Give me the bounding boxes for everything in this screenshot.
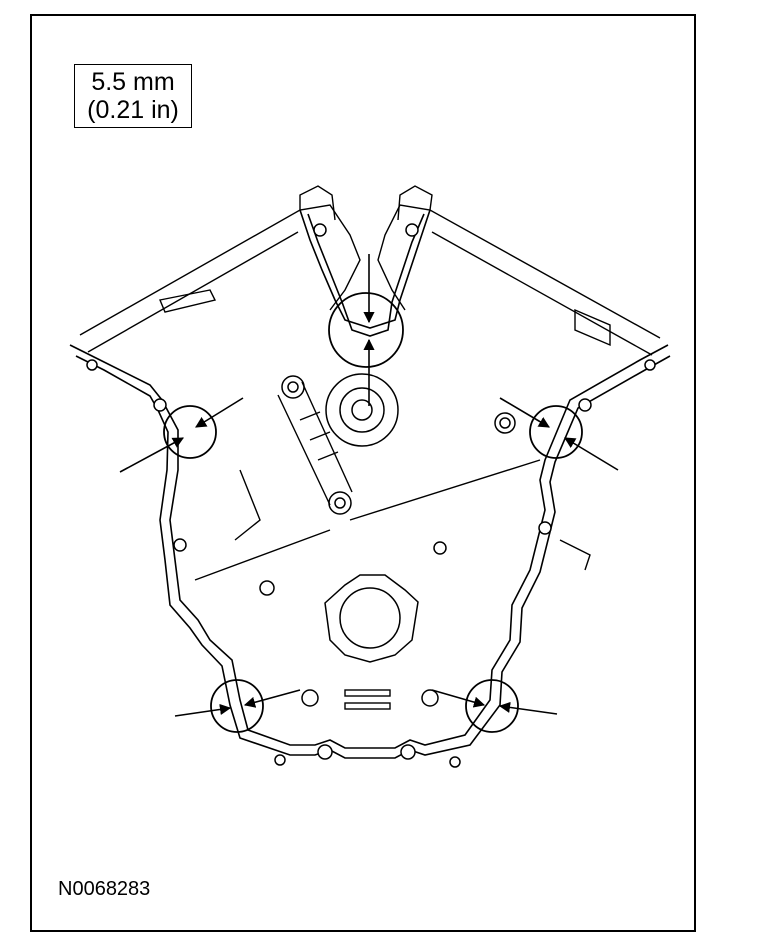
spec-metric: 5.5 mm bbox=[91, 68, 175, 96]
spec-imperial: (0.21 in) bbox=[87, 96, 179, 124]
figure-frame bbox=[30, 14, 696, 932]
crank-seal-bore bbox=[324, 373, 419, 663]
bolt-bosses bbox=[86, 223, 656, 768]
figure-id: N0068283 bbox=[58, 878, 151, 900]
cover-rib bbox=[194, 381, 541, 710]
sealant-bead-spec-box: 5.5 mm (0.21 in) bbox=[74, 64, 192, 128]
front-cover-sealant-bead bbox=[69, 209, 671, 759]
sealant-application-callouts bbox=[163, 292, 583, 733]
engine-block-outline bbox=[79, 185, 661, 571]
sealant-arrows bbox=[119, 254, 619, 717]
